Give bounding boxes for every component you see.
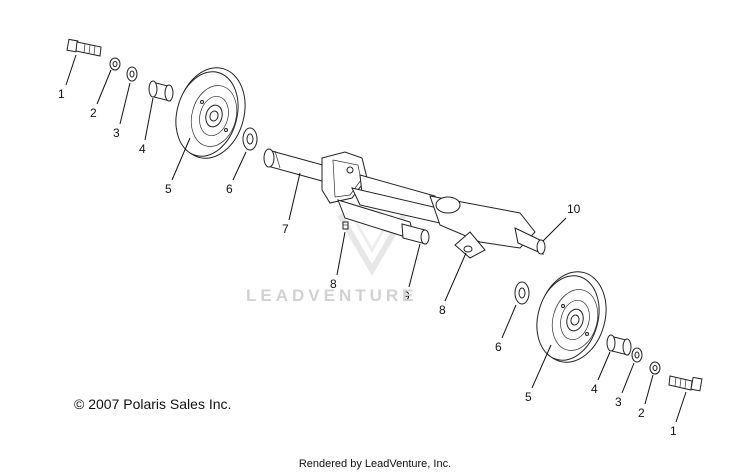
callout-wheel-right: 5 xyxy=(525,390,532,404)
callout-axle-shaft: 7 xyxy=(282,222,289,236)
axle-shaft xyxy=(263,148,334,185)
axle-end xyxy=(514,227,546,255)
watermark-text: LEADVENTURE xyxy=(246,286,418,305)
fitting-left xyxy=(342,221,349,230)
callout-bolt-left: 1 xyxy=(58,87,65,101)
spacer-left xyxy=(148,80,174,102)
washer-left xyxy=(126,66,138,82)
callout-spacer-left: 4 xyxy=(139,142,146,156)
washer-large-right xyxy=(514,281,530,305)
washer-right xyxy=(631,347,643,363)
arm-bracket xyxy=(321,151,536,259)
rendered-by-footer: Rendered by LeadVenture, Inc. xyxy=(298,458,452,470)
callout-wheel-left: 5 xyxy=(165,182,172,196)
callout-washer-right: 3 xyxy=(615,395,622,409)
washer-large-left xyxy=(242,127,258,151)
leader-lines xyxy=(65,54,687,423)
wheel-left xyxy=(175,67,246,159)
callout-washer-small-right: 2 xyxy=(638,406,645,420)
copyright-text: © 2007 Polaris Sales Inc. xyxy=(74,396,232,412)
callout-fitting-left: 8 xyxy=(330,277,337,291)
callout-washer-small-left: 2 xyxy=(90,106,97,120)
bolt-right xyxy=(668,375,703,392)
callout-bolt-right: 1 xyxy=(670,424,677,438)
callout-spacer-right: 4 xyxy=(591,382,598,396)
spacer-mid xyxy=(401,223,430,245)
callout-washer-large-right: 6 xyxy=(495,340,502,354)
callout-washer-large-left: 6 xyxy=(226,182,233,196)
callout-fitting-right: 8 xyxy=(439,303,446,317)
callout-axle-end: 10 xyxy=(567,202,581,216)
washer-small-left xyxy=(109,57,121,71)
callout-washer-left: 3 xyxy=(113,126,120,140)
bolt-left xyxy=(66,38,102,57)
callout-spacer-mid: 9 xyxy=(403,289,410,303)
wheel-right xyxy=(536,271,607,363)
spacer-right xyxy=(606,334,632,356)
washer-small-right xyxy=(649,361,661,375)
